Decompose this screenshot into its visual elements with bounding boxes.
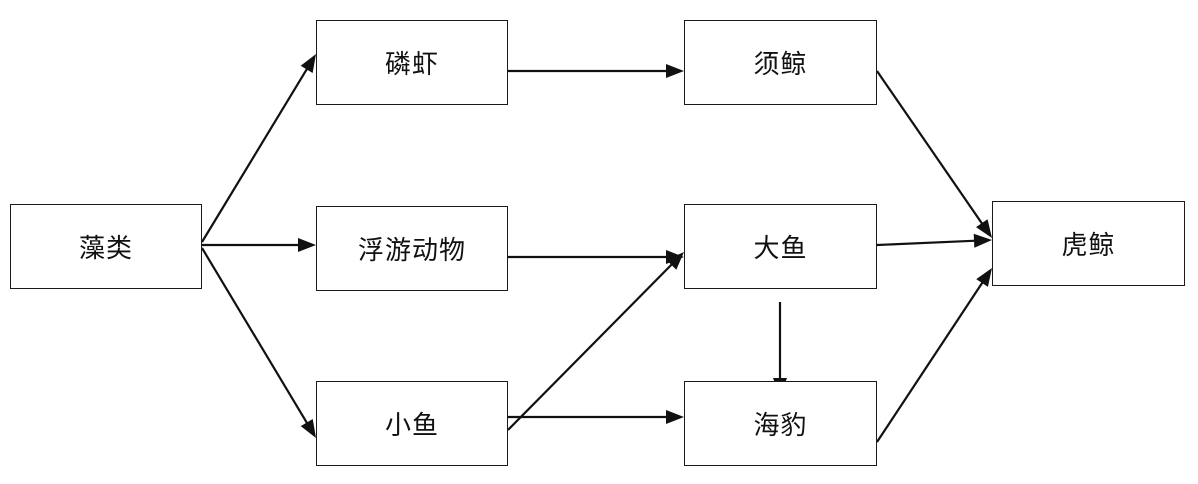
node-krill: 磷虾 bbox=[316, 20, 508, 105]
arrowhead bbox=[666, 252, 684, 270]
edge-krill-to-baleen_whale bbox=[508, 64, 684, 78]
edge-zooplankton-to-big_fish bbox=[508, 250, 684, 264]
edge-line bbox=[507, 262, 674, 431]
edge-line bbox=[876, 280, 985, 443]
node-label-krill: 磷虾 bbox=[384, 50, 439, 80]
node-algae: 藻类 bbox=[10, 204, 202, 289]
node-zooplankton: 浮游动物 bbox=[316, 206, 508, 291]
node-label-orca: 虎鲸 bbox=[1061, 231, 1116, 261]
node-label-small-fish: 小鱼 bbox=[384, 411, 439, 441]
edge-algae-to-small_fish bbox=[201, 247, 316, 438]
arrowhead bbox=[976, 268, 992, 287]
arrowhead bbox=[666, 250, 684, 264]
arrowhead bbox=[973, 233, 992, 248]
arrowhead bbox=[976, 219, 992, 238]
node-label-seal: 海豹 bbox=[753, 411, 808, 441]
node-label-algae: 藻类 bbox=[78, 234, 133, 264]
edge-big_fish-to-orca bbox=[876, 233, 992, 248]
edge-line bbox=[201, 67, 309, 243]
arrowhead bbox=[666, 64, 684, 78]
node-label-baleen-whale: 须鲸 bbox=[753, 50, 808, 80]
edge-line bbox=[201, 247, 309, 425]
edge-algae-to-krill bbox=[201, 54, 316, 243]
node-baleen-whale: 须鲸 bbox=[684, 20, 877, 105]
edge-line bbox=[876, 239, 977, 247]
arrowhead bbox=[300, 54, 316, 74]
arrowhead bbox=[666, 410, 684, 424]
arrowhead bbox=[298, 238, 316, 252]
node-label-big-fish: 大鱼 bbox=[753, 234, 808, 264]
edge-small_fish-to-big_fish bbox=[507, 252, 684, 431]
node-seal: 海豹 bbox=[684, 381, 877, 466]
edge-small_fish-to-seal bbox=[508, 410, 684, 424]
node-label-zooplankton: 浮游动物 bbox=[357, 236, 466, 266]
edge-algae-to-zooplankton bbox=[202, 238, 316, 252]
edge-line bbox=[876, 70, 984, 226]
edge-baleen_whale-to-orca bbox=[876, 70, 992, 238]
node-big-fish: 大鱼 bbox=[684, 204, 877, 289]
node-small-fish: 小鱼 bbox=[316, 381, 508, 466]
arrowhead bbox=[300, 418, 316, 438]
edge-seal-to-orca bbox=[876, 268, 992, 443]
node-orca: 虎鲸 bbox=[992, 201, 1185, 286]
